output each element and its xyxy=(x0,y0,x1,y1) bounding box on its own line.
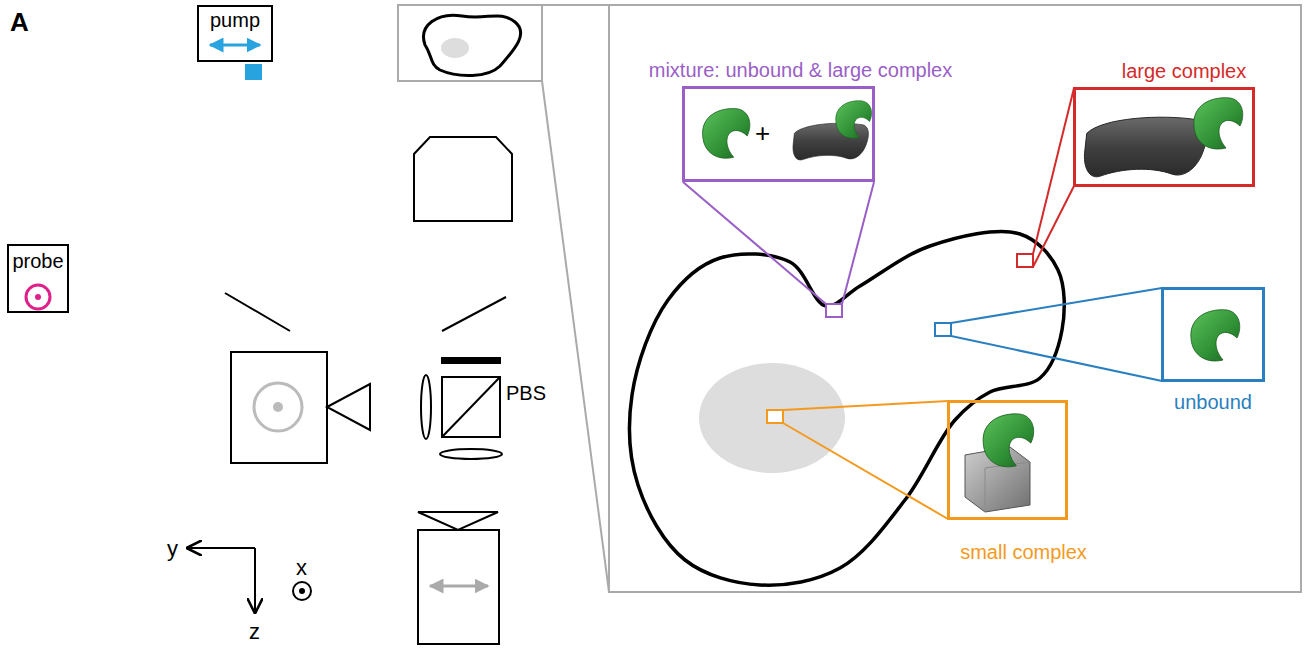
probe-source: probe xyxy=(7,244,69,313)
symbol-text: + xyxy=(755,119,770,148)
box-label: pump xyxy=(210,9,260,31)
box-label: small complex xyxy=(960,541,1087,563)
box-label: probe xyxy=(12,250,63,272)
callout-box: small complex xyxy=(947,400,1068,520)
panel-letter: A xyxy=(10,8,29,37)
axis-label: y xyxy=(167,537,178,561)
part-name: PBS xyxy=(506,382,546,404)
box-label: unbound xyxy=(1174,391,1252,413)
callout-box: mixture: unbound & large complex+ xyxy=(682,86,875,182)
pump-source: pump xyxy=(197,5,273,62)
axis-label: z xyxy=(249,620,260,644)
axis-label: x xyxy=(296,556,307,580)
box-label: large complex xyxy=(1122,60,1247,82)
callout-box: large complex xyxy=(1073,87,1255,187)
box-label: mixture: unbound & large complex xyxy=(649,59,953,81)
callout-box: unbound xyxy=(1161,287,1265,382)
